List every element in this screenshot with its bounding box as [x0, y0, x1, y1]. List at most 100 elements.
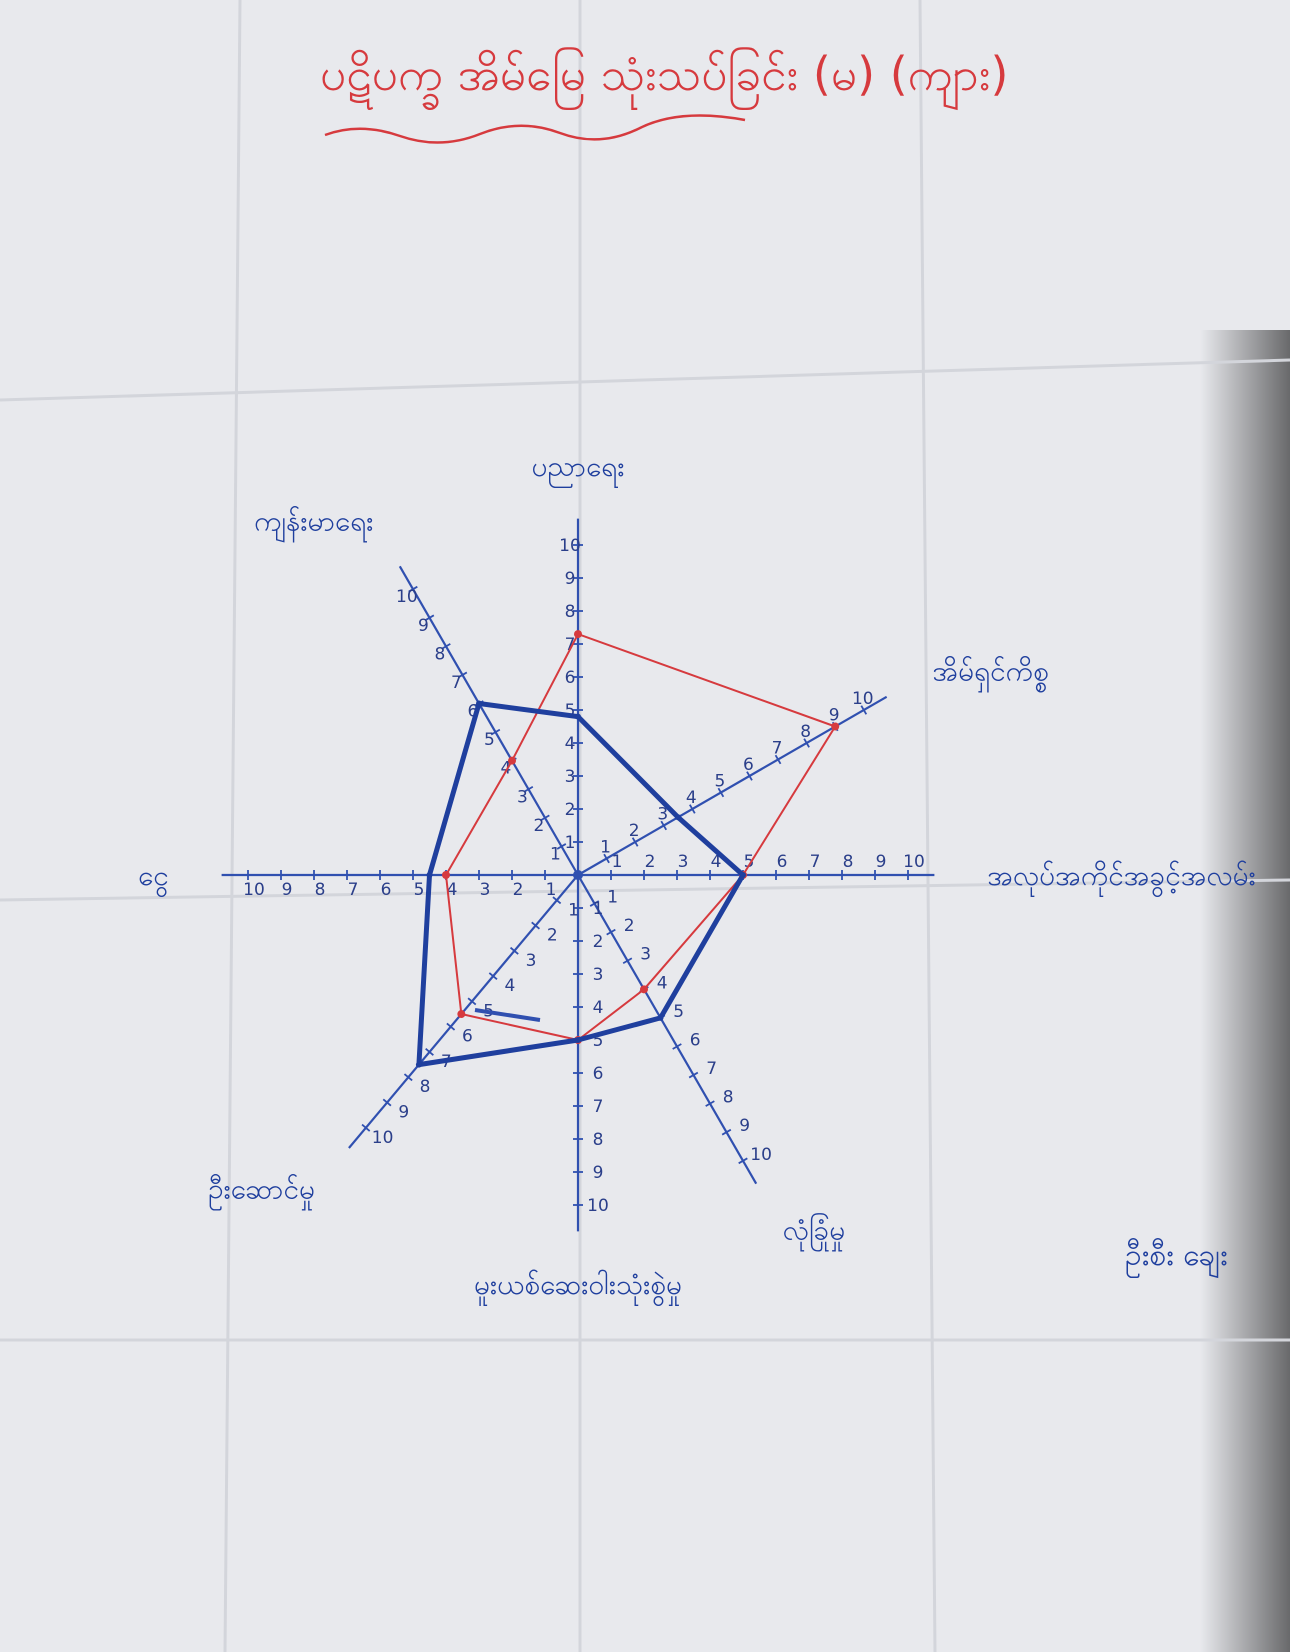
- tick-mark: [803, 738, 810, 748]
- origin-point: [573, 870, 583, 880]
- scribble-mark: [474, 1008, 541, 1022]
- axis-labels: ပညာရေးအိမ်ရှင်ကိစ္စအလုပ်အကိုင်အခွင့်အလမ်…: [138, 450, 1256, 1307]
- tick-mark: [689, 804, 696, 814]
- paper-shadow-edge: [1200, 330, 1290, 1652]
- tick-label: 6: [777, 852, 788, 872]
- tick-label: 8: [565, 602, 576, 622]
- tick-label: 5: [484, 730, 495, 750]
- tick-label: 4: [565, 734, 576, 754]
- tick-label: 10: [396, 587, 418, 607]
- tick-label: 2: [629, 821, 640, 841]
- series-point: [575, 1037, 581, 1043]
- tick-mark: [441, 643, 451, 650]
- series-point: [415, 1061, 422, 1068]
- tick-label: 8: [723, 1088, 734, 1108]
- tick-label: 10: [372, 1128, 394, 1148]
- tick-label: 9: [739, 1116, 750, 1136]
- tick-label: 4: [504, 976, 515, 996]
- tick-label: 1: [612, 852, 623, 872]
- tick-mark: [552, 896, 562, 905]
- tick-label: 10: [243, 880, 265, 900]
- series-point: [508, 756, 516, 765]
- tick-mark: [523, 785, 534, 793]
- tick-label: 3: [678, 852, 689, 872]
- tick-label: 2: [513, 880, 524, 900]
- tick-label: 6: [565, 668, 576, 688]
- tick-label: 3: [526, 951, 537, 971]
- tick-label: 8: [843, 852, 854, 872]
- tick-mark: [467, 997, 477, 1006]
- axis-label-4: မူးယစ်ဆေးဝါးသုံးစွဲမှု: [474, 1267, 682, 1307]
- tick-mark: [746, 771, 753, 781]
- tick-label: 1: [607, 888, 618, 908]
- tick-mark: [631, 837, 639, 847]
- tick-mark: [717, 787, 725, 798]
- tick-label: 9: [876, 852, 887, 872]
- tick-label: 5: [593, 1031, 604, 1051]
- tick-mark: [660, 820, 668, 831]
- corner-note: ဦးစီး ချေး: [1125, 1238, 1228, 1279]
- tick-label: 5: [714, 771, 725, 791]
- tick-label: 10: [559, 536, 581, 556]
- tick-label: 9: [282, 880, 293, 900]
- radar-series: [415, 630, 840, 1068]
- tick-label: 1: [593, 899, 604, 919]
- tick-label: 4: [657, 973, 668, 993]
- tick-mark: [490, 728, 501, 736]
- tick-label: 1: [550, 844, 561, 864]
- tick-label: 9: [565, 569, 576, 589]
- tick-label: 7: [593, 1097, 604, 1117]
- tick-label: 3: [593, 965, 604, 985]
- series-point: [831, 722, 840, 731]
- tick-label: 8: [434, 644, 445, 664]
- tick-label: 4: [593, 998, 604, 1018]
- tick-label: 6: [381, 880, 392, 900]
- tick-mark: [446, 1022, 456, 1031]
- tick-mark: [774, 754, 782, 765]
- tick-mark: [721, 1128, 732, 1136]
- series-point: [442, 871, 450, 879]
- axis-label-1: အိမ်ရှင်ကိစ္စ: [932, 653, 1049, 693]
- series-point: [675, 814, 682, 821]
- tick-label: 2: [533, 816, 544, 836]
- tick-mark: [531, 921, 540, 930]
- tick-mark: [361, 1123, 371, 1132]
- tick-label: 3: [480, 880, 491, 900]
- tick-label: 4: [711, 852, 722, 872]
- tick-label: 3: [565, 767, 576, 787]
- tick-label: 1: [546, 880, 557, 900]
- tick-label: 6: [462, 1027, 473, 1047]
- tick-mark: [556, 843, 567, 850]
- tick-label: 9: [398, 1103, 409, 1123]
- tick-label: 4: [447, 880, 458, 900]
- axis-label-6: ငွေ: [138, 859, 169, 898]
- tick-mark: [688, 1071, 699, 1079]
- tick-label: 3: [640, 945, 651, 965]
- tick-label: 3: [517, 787, 528, 807]
- series-point: [575, 713, 581, 720]
- tick-label: 4: [500, 759, 511, 779]
- tick-label: 1: [568, 900, 579, 920]
- tick-mark: [424, 614, 435, 622]
- tick-label: 2: [565, 800, 576, 820]
- tick-label: 6: [743, 755, 754, 775]
- tick-mark: [457, 671, 468, 679]
- tick-mark: [622, 957, 633, 965]
- tick-label: 7: [772, 738, 783, 758]
- tick-label: 6: [467, 702, 478, 722]
- tick-mark: [589, 900, 600, 907]
- axis-label-0: ပညာရေး: [532, 450, 625, 489]
- tick-label: 8: [800, 722, 811, 742]
- tick-mark: [488, 972, 498, 981]
- axis-label-7: ကျန်းမာရေး: [254, 504, 373, 544]
- tick-mark: [603, 853, 610, 864]
- series-point: [640, 985, 648, 994]
- tick-label: 1: [600, 837, 611, 857]
- tick-label: 9: [418, 616, 429, 636]
- tick-label: 5: [565, 701, 576, 721]
- tick-label: 10: [852, 689, 874, 709]
- series-point: [657, 1014, 664, 1021]
